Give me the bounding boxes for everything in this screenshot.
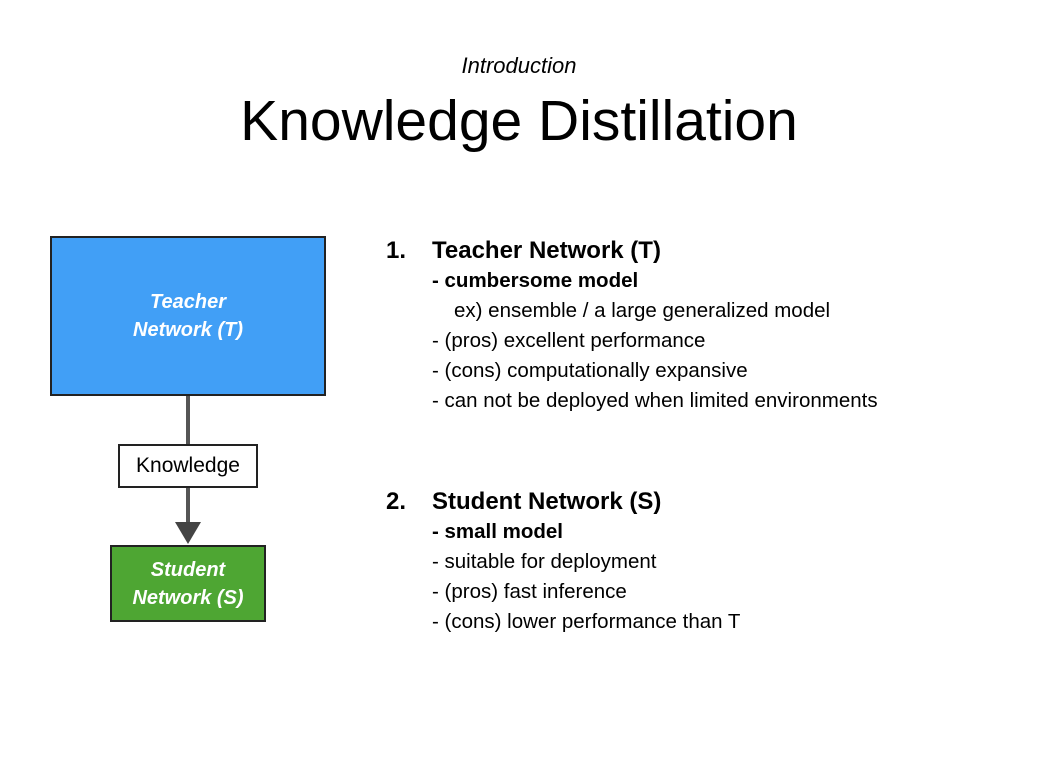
section-teacher: 1. Teacher Network (T) - cumbersome model… bbox=[386, 236, 878, 416]
list-item: - (pros) fast inference bbox=[432, 580, 627, 603]
teacher-network-label: Teacher Network (T) bbox=[133, 291, 243, 341]
slide-title: Knowledge Distillation bbox=[240, 89, 798, 153]
section-title: Student Network (S) bbox=[432, 488, 662, 515]
list-item: - suitable for deployment bbox=[432, 550, 657, 573]
connector-line bbox=[186, 396, 190, 444]
section-number: 1. bbox=[386, 237, 407, 264]
arrow-down-icon bbox=[175, 522, 201, 544]
list-item: - cumbersome model bbox=[432, 269, 639, 292]
connector-line bbox=[186, 488, 190, 524]
section-title: Teacher Network (T) bbox=[432, 237, 661, 264]
section-number: 2. bbox=[386, 488, 407, 515]
list-item: - (pros) excellent performance bbox=[432, 329, 706, 352]
list-item: - small model bbox=[432, 520, 564, 543]
list-item: - (cons) lower performance than T bbox=[432, 610, 741, 633]
list-item: - can not be deployed when limited envir… bbox=[432, 389, 878, 412]
student-network-label: Student Network (S) bbox=[132, 558, 244, 609]
section-student: 2. Student Network (S) - small model - su… bbox=[386, 487, 740, 637]
list-item: ex) ensemble / a large generalized model bbox=[454, 299, 831, 322]
slide-subtitle: Introduction bbox=[461, 53, 577, 78]
student-network-box: Student Network (S) bbox=[110, 545, 266, 622]
teacher-network-box: Teacher Network (T) bbox=[50, 236, 326, 396]
knowledge-box: Knowledge bbox=[118, 444, 258, 488]
list-item: - (cons) computationally expansive bbox=[432, 359, 748, 382]
